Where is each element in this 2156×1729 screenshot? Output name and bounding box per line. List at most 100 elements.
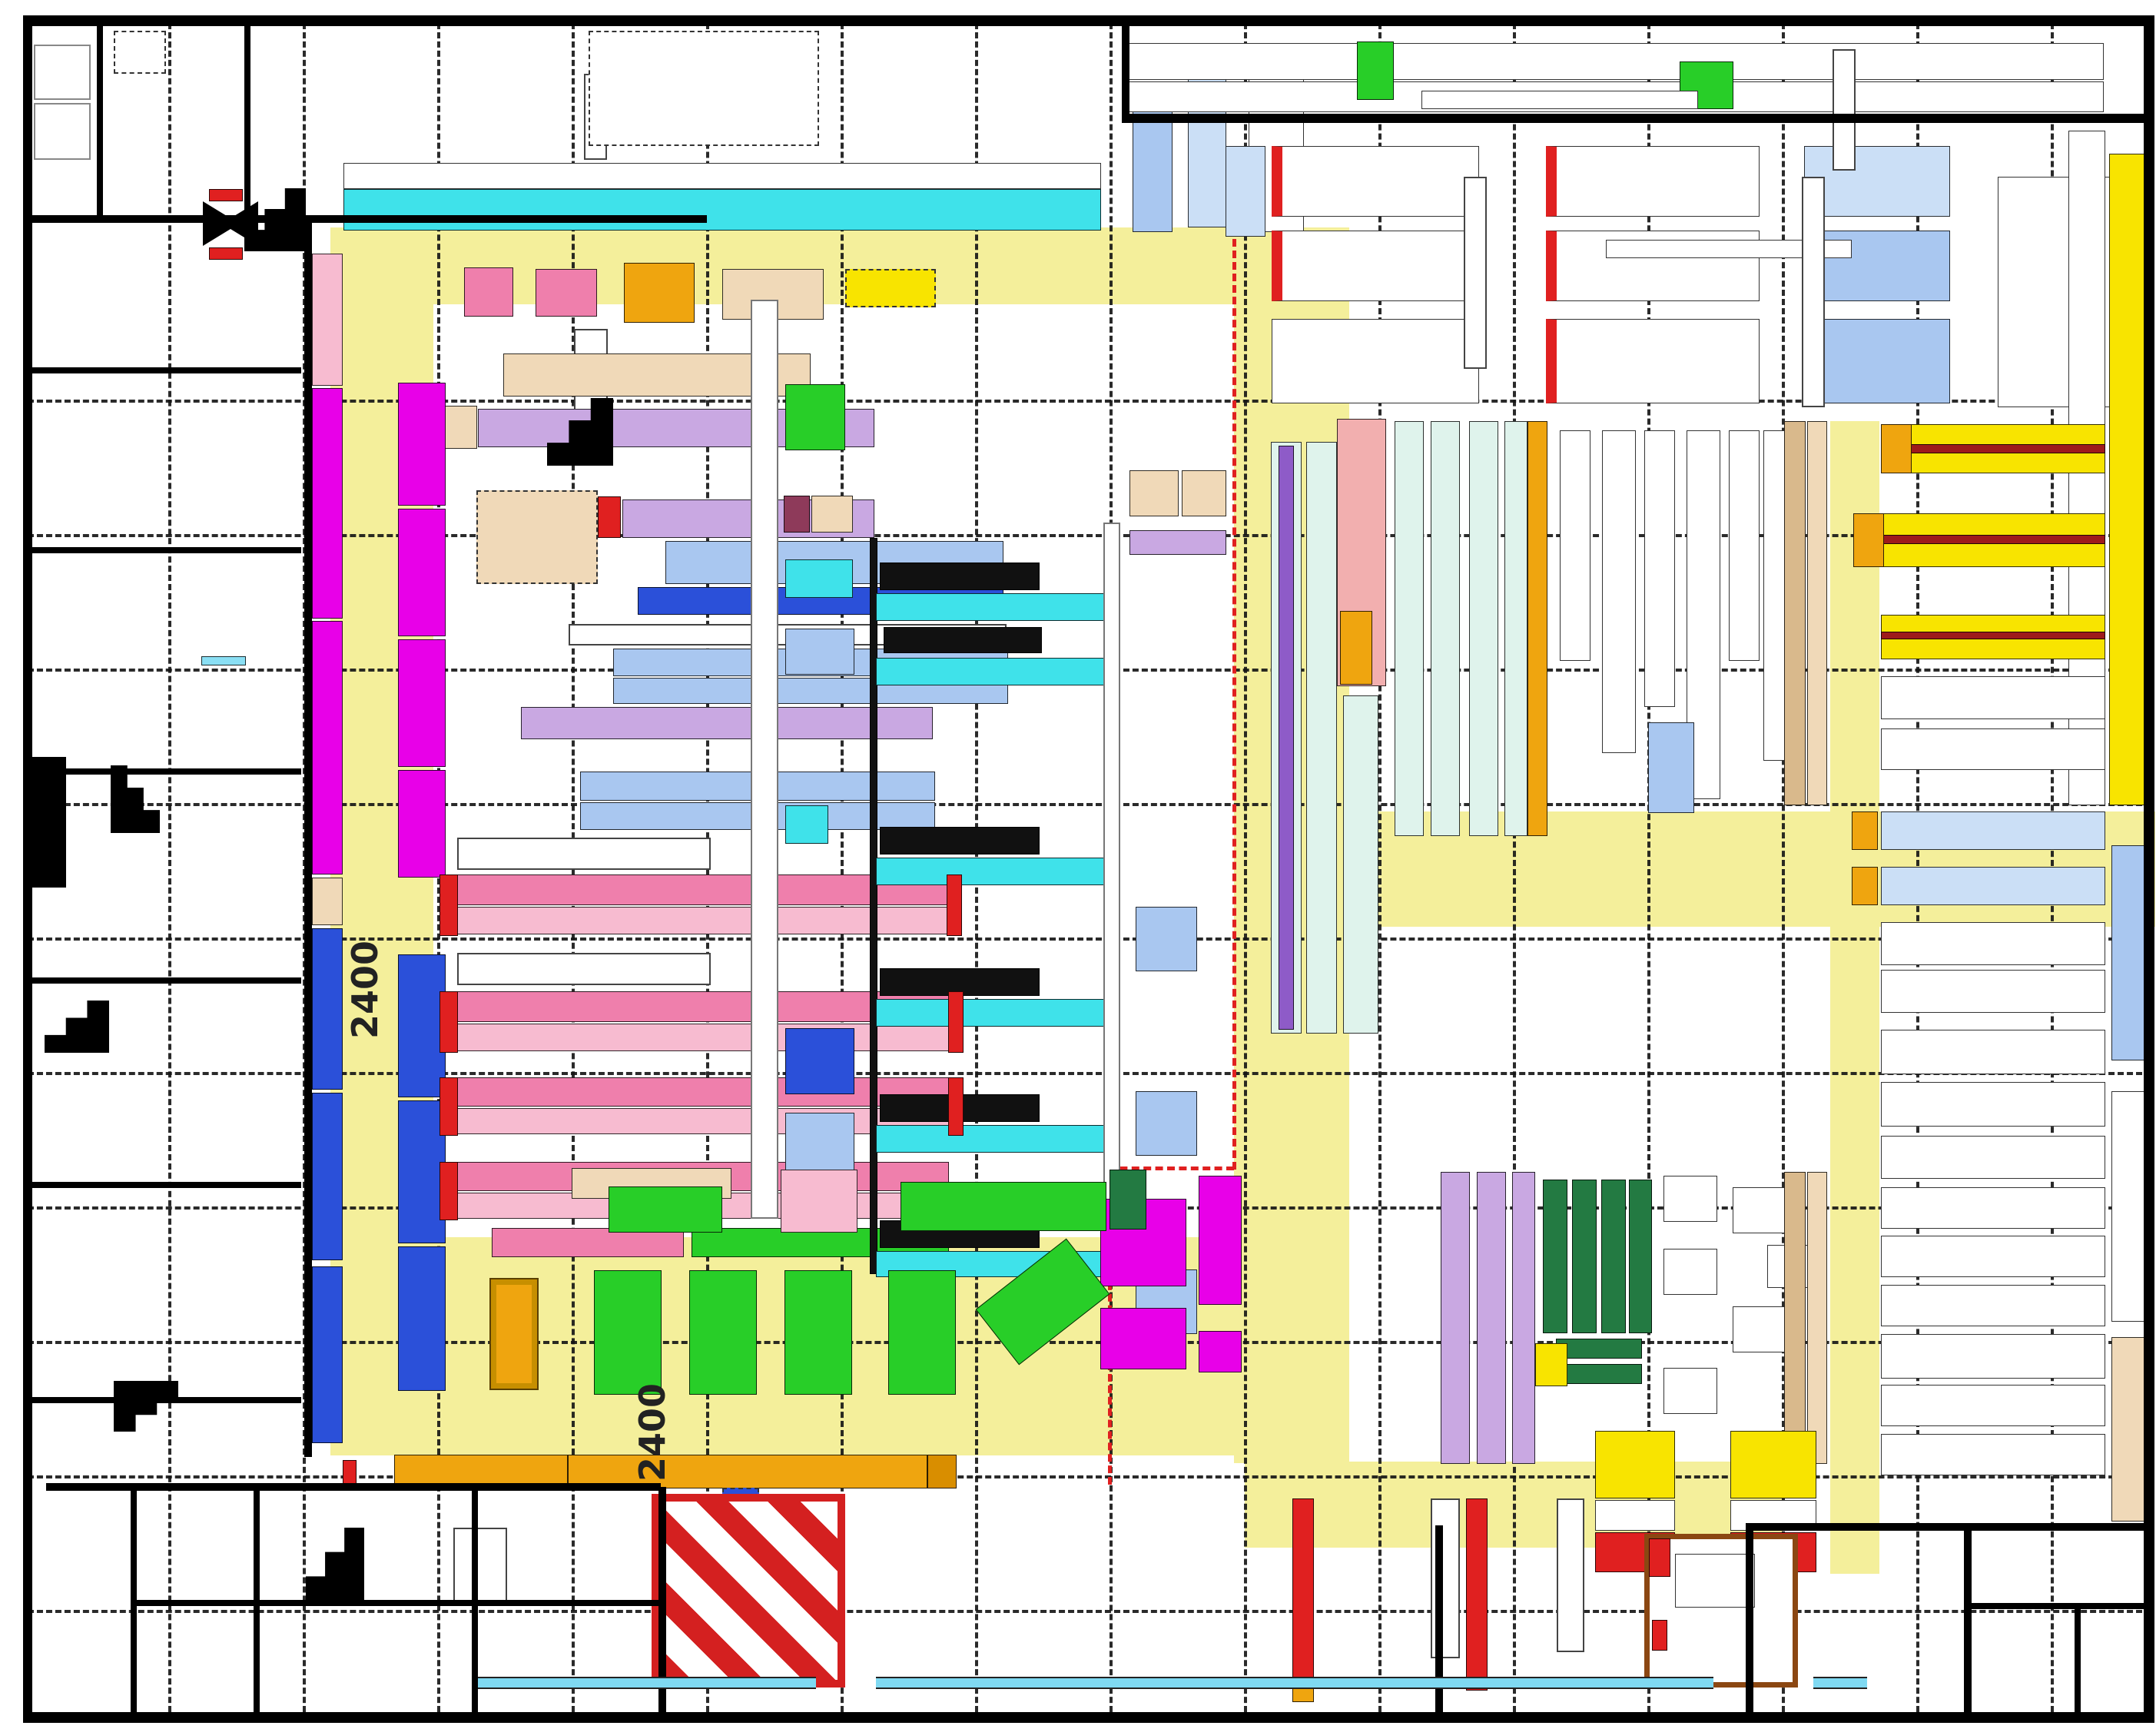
fixture xyxy=(2111,1091,2148,1322)
fixture xyxy=(948,1077,964,1136)
fixture xyxy=(1595,1431,1675,1498)
fixture xyxy=(1881,1082,2105,1127)
column-grid-line xyxy=(28,400,2151,403)
column-grid-line xyxy=(28,1610,2151,1613)
wall xyxy=(23,1182,301,1188)
fixture xyxy=(457,838,711,870)
stair-icon xyxy=(45,1001,109,1053)
fixture xyxy=(1881,970,2105,1013)
wall xyxy=(97,17,103,215)
fixture xyxy=(343,163,1101,189)
wall xyxy=(1964,1603,2153,1609)
fixture xyxy=(1340,611,1372,685)
column-grid-line xyxy=(168,23,171,1721)
fixture xyxy=(209,189,243,201)
fixture xyxy=(785,805,828,844)
fixture xyxy=(888,1270,956,1395)
fixture xyxy=(1881,1187,2105,1229)
double-door-icon xyxy=(203,201,258,246)
column-grid-line xyxy=(28,803,2151,806)
wall xyxy=(244,17,250,215)
fixture xyxy=(1343,695,1378,1034)
fixture xyxy=(751,300,778,1219)
fixture xyxy=(1466,1498,1488,1691)
wall xyxy=(304,220,312,1457)
fixture xyxy=(1279,446,1294,1030)
fixture xyxy=(521,707,933,739)
column-grid-line xyxy=(28,1475,2151,1478)
fixture xyxy=(785,629,854,675)
fixture xyxy=(398,383,446,506)
fixture xyxy=(1357,41,1394,100)
fixture xyxy=(1395,421,1424,836)
fixture xyxy=(1129,470,1179,516)
fixture xyxy=(34,103,91,160)
circulation-aisle xyxy=(1830,421,1879,1574)
fixture xyxy=(457,1077,949,1107)
fixture xyxy=(594,1270,662,1395)
fixture xyxy=(927,1455,957,1488)
fixture xyxy=(1853,535,2105,544)
fixture xyxy=(901,1182,1106,1231)
fixture xyxy=(1784,1172,1806,1464)
fixture xyxy=(1129,530,1226,555)
storefront-glass xyxy=(876,1677,1713,1689)
fixture xyxy=(1804,146,1950,217)
wall xyxy=(1964,1523,1972,1723)
fixture xyxy=(457,874,947,905)
fixture xyxy=(398,954,446,1097)
fixture xyxy=(536,269,597,317)
wall xyxy=(23,15,2151,26)
fixture xyxy=(1272,319,1479,403)
fixture xyxy=(1601,1180,1626,1333)
fixture xyxy=(1733,1306,1786,1352)
fixture xyxy=(1807,1172,1827,1464)
wall xyxy=(131,1600,662,1606)
fixture xyxy=(439,874,458,936)
fixture xyxy=(870,538,877,1274)
fixture xyxy=(880,563,1040,590)
column-grid-line xyxy=(1513,23,1516,1721)
fixture xyxy=(1306,442,1337,1034)
fixture xyxy=(948,991,964,1053)
column-grid-line xyxy=(28,1072,2151,1075)
fixture xyxy=(1804,319,1950,403)
fixture xyxy=(312,928,343,1090)
fixture xyxy=(1595,1500,1675,1531)
fixture xyxy=(398,639,446,767)
fixture xyxy=(1881,1434,2105,1475)
fixture xyxy=(1852,811,1878,850)
fixture xyxy=(1110,1170,1146,1230)
fixture xyxy=(457,907,947,934)
storefront-glass xyxy=(1813,1677,1867,1689)
wall xyxy=(2144,15,2154,1723)
fixture xyxy=(876,1125,1105,1153)
fixture xyxy=(209,247,243,260)
fixture xyxy=(1881,1334,2105,1379)
fixture xyxy=(1272,231,1479,301)
column-grid-line xyxy=(1782,23,1785,1721)
fixture xyxy=(1477,1172,1506,1464)
fixture xyxy=(492,1228,684,1257)
fixture xyxy=(1199,1331,1242,1372)
fixture xyxy=(1560,430,1590,661)
fixture xyxy=(1881,1385,2105,1426)
column-grid-line xyxy=(1244,23,1247,1721)
aisle-width-label: 2400 xyxy=(344,941,386,1040)
fixture xyxy=(845,269,936,307)
wall xyxy=(23,215,707,223)
column-grid-line xyxy=(1378,23,1381,1721)
stair-icon xyxy=(111,765,160,833)
fixture xyxy=(1226,146,1265,237)
fixture xyxy=(1675,1554,1755,1608)
fixture xyxy=(1663,1368,1717,1414)
fixture xyxy=(1729,430,1760,661)
column-grid-line xyxy=(572,23,575,1721)
fixture xyxy=(1629,1180,1652,1333)
fixture xyxy=(1881,867,2105,905)
no-entry-hatched-zone xyxy=(652,1494,845,1688)
fixture xyxy=(784,1270,852,1395)
fixture xyxy=(2111,845,2148,1060)
fixture xyxy=(1649,1538,1670,1577)
aisle-width-label: 2400 xyxy=(632,1383,673,1482)
